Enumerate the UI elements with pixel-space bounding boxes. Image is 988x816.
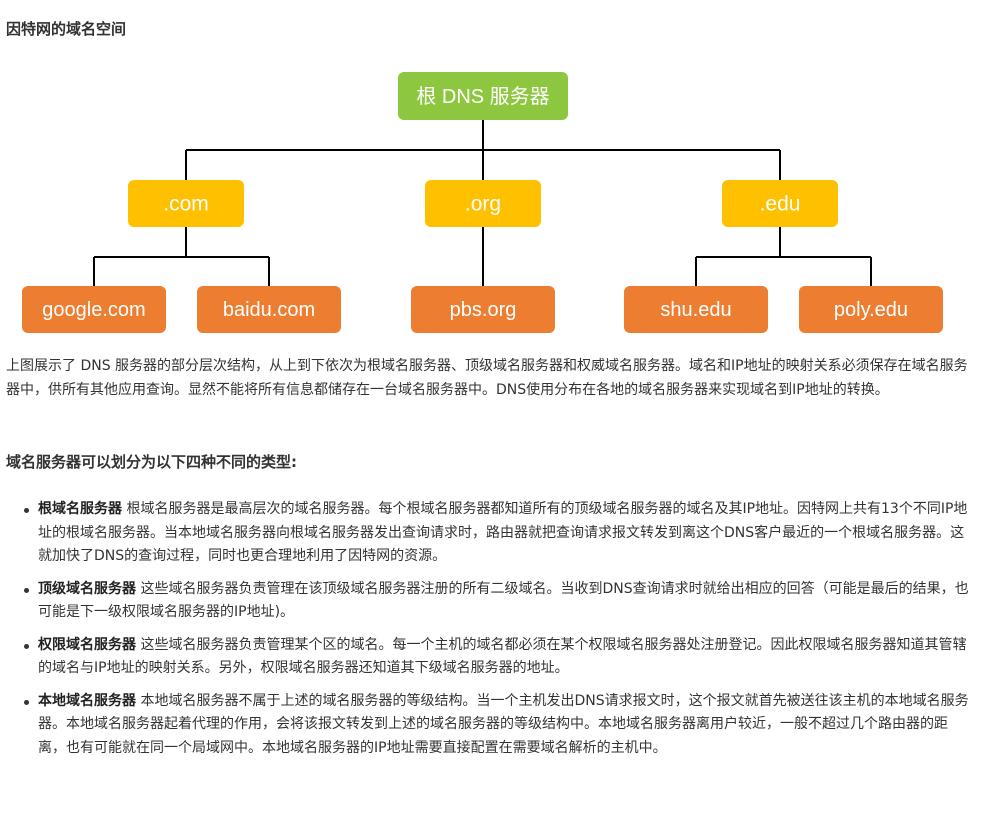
tld-node-com: .com <box>128 180 244 227</box>
root-node-label: 根 DNS 服务器 <box>416 85 549 108</box>
list-item-desc: 本地域名服务器不属于上述的域名服务器的等级结构。当一个主机发出DNS请求报文时，… <box>38 692 969 756</box>
tld-node-org: .org <box>425 180 541 227</box>
connector-lines <box>93 120 872 286</box>
intro-paragraph: 上图展示了 DNS 服务器的部分层次结构，从上到下依次为根域名服务器、顶级域名服… <box>6 358 968 398</box>
list-item-term: 根域名服务器 <box>38 501 122 517</box>
leaf-node-baidu: baidu.com <box>197 286 341 333</box>
tld-label-org: .org <box>465 193 501 216</box>
server-types-list: 根域名服务器 根域名服务器是最高层次的域名服务器。每个根域名服务器都知道所有的顶… <box>0 498 974 769</box>
leaf-label-poly: poly.edu <box>834 299 908 321</box>
page-heading: 因特网的域名空间 <box>6 20 127 38</box>
leaf-node-shu: shu.edu <box>624 286 768 333</box>
root-dns-server-node: 根 DNS 服务器 <box>398 72 568 120</box>
list-item-term: 顶级域名服务器 <box>38 580 136 597</box>
list-item-term: 权限域名服务器 <box>38 636 136 653</box>
list-item-desc: 这些域名服务器负责管理某个区的域名。每一个主机的域名都必须在某个权限域名服务器处… <box>38 636 967 677</box>
list-item: 顶级域名服务器 这些域名服务器负责管理在该顶级域名服务器注册的所有二级域名。当收… <box>0 578 974 625</box>
list-item-desc: 这些域名服务器负责管理在该顶级域名服务器注册的所有二级域名。当收到DNS查询请求… <box>38 580 969 621</box>
types-heading: 域名服务器可以划分为以下四种不同的类型: <box>6 453 298 471</box>
list-item: 权限域名服务器 这些域名服务器负责管理某个区的域名。每一个主机的域名都必须在某个… <box>0 634 974 681</box>
leaf-label-pbs: pbs.org <box>450 299 517 321</box>
list-item: 本地域名服务器 本地域名服务器不属于上述的域名服务器的等级结构。当一个主机发出D… <box>0 690 974 761</box>
list-item-term: 本地域名服务器 <box>38 692 136 709</box>
leaf-node-google: google.com <box>22 286 166 333</box>
leaf-label-google: google.com <box>42 299 145 321</box>
tld-label-edu: .edu <box>760 193 801 216</box>
leaf-node-pbs: pbs.org <box>411 286 555 333</box>
tld-label-com: .com <box>163 193 209 216</box>
list-item-desc: 根域名服务器是最高层次的域名服务器。每个根域名服务器都知道所有的顶级域名服务器的… <box>38 501 968 564</box>
leaf-node-poly: poly.edu <box>799 286 943 333</box>
list-item: 根域名服务器 根域名服务器是最高层次的域名服务器。每个根域名服务器都知道所有的顶… <box>0 498 974 569</box>
leaf-label-baidu: baidu.com <box>223 299 315 321</box>
tld-node-edu: .edu <box>722 180 838 227</box>
leaf-label-shu: shu.edu <box>660 299 731 321</box>
dns-hierarchy-diagram: 根 DNS 服务器 .com .org .edu google.com baid… <box>22 72 943 333</box>
